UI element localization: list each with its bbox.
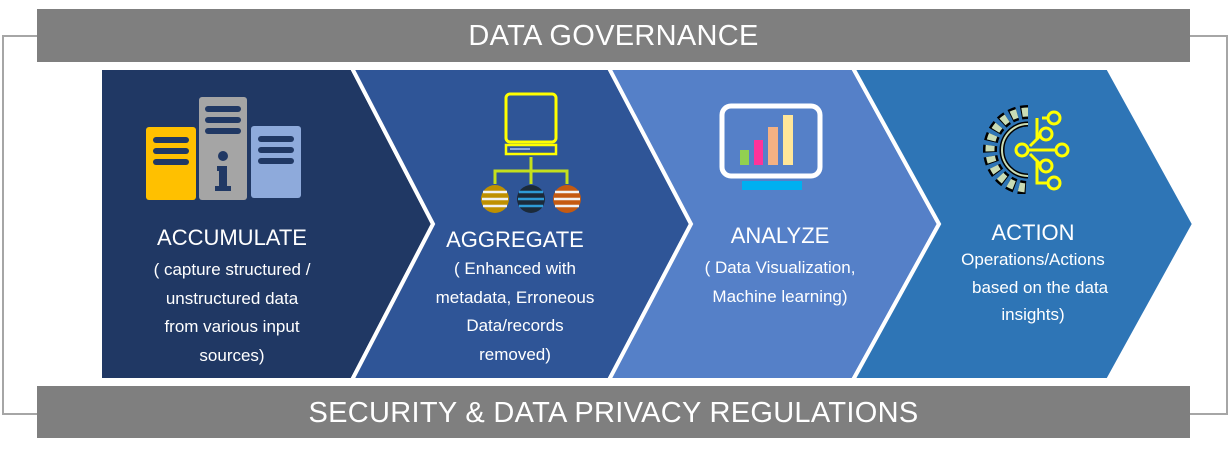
stage-title: ACCUMULATE [157, 225, 307, 250]
stage-title: AGGREGATE [446, 227, 584, 252]
chevron-action [849, 66, 1197, 382]
left-bracket-line [2, 35, 39, 415]
stage-analyze: ANALYZE ( Data Visualization, Machine le… [680, 223, 880, 311]
data-governance-banner: DATA GOVERNANCE [37, 9, 1190, 62]
computer-database-network-icon [481, 92, 581, 213]
stage-accumulate: ACCUMULATE ( capture structured / unstru… [112, 225, 352, 370]
stage-action: ACTION Operations/Actions based on the d… [933, 220, 1133, 329]
stage-description: ( capture structured / unstructured data… [153, 260, 311, 365]
file-servers-icon [146, 97, 301, 200]
gear-circuit-icon [983, 105, 1070, 194]
stage-description: ( Enhanced with metadata, Erroneous Data… [435, 259, 595, 364]
stage-title: ACTION [991, 220, 1075, 245]
stage-description: Operations/Actions based on the data ins… [961, 250, 1109, 324]
stage-description: ( Data Visualization, Machine learning) [704, 258, 856, 306]
stage-aggregate: AGGREGATE ( Enhanced with metadata, Erro… [420, 227, 610, 369]
security-privacy-banner: SECURITY & DATA PRIVACY REGULATIONS [37, 386, 1190, 438]
monitor-bar-chart-icon [719, 103, 823, 190]
stage-title: ANALYZE [730, 223, 830, 248]
right-bracket-line [1190, 35, 1228, 415]
